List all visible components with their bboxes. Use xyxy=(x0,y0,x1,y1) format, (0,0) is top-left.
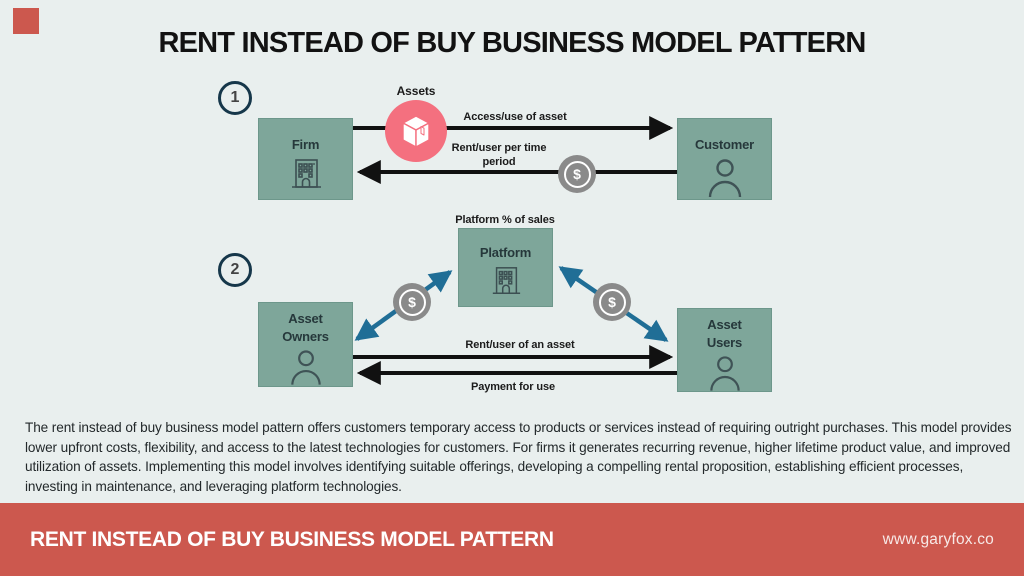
platform-fee-label: Platform % of sales xyxy=(455,214,555,226)
customer-node: Customer xyxy=(677,118,772,200)
step-1-badge: 1 xyxy=(218,81,252,115)
dollar-icon: $ xyxy=(558,155,596,193)
step-1-number: 1 xyxy=(230,89,240,106)
footer-website: www.garyfox.co xyxy=(882,530,994,548)
asset-owners-label: Asset Owners xyxy=(282,311,329,344)
dollar-icon: $ xyxy=(393,283,431,321)
page-title: RENT INSTEAD OF BUY BUSINESS MODEL PATTE… xyxy=(158,27,866,59)
person-icon xyxy=(708,158,741,197)
platform-node: Platform xyxy=(458,228,553,307)
assets-label: Assets xyxy=(396,84,436,98)
dollar-symbol: $ xyxy=(398,288,426,316)
footer-bar: RENT INSTEAD OF BUY BUSINESS MODEL PATTE… xyxy=(0,503,1024,576)
person-icon xyxy=(290,350,321,385)
rent-user-asset-label: Rent/user of an asset xyxy=(465,339,575,351)
person-icon xyxy=(709,356,740,391)
dollar-icon: $ xyxy=(593,283,631,321)
firm-label: Firm xyxy=(291,137,320,152)
building-icon xyxy=(291,158,321,188)
platform-label: Platform xyxy=(479,245,532,260)
asset-users-label: Asset Users xyxy=(706,317,743,350)
step-2-number: 2 xyxy=(230,261,240,278)
rent-per-time-label: Rent/user per time period xyxy=(451,142,547,168)
access-use-label: Access/use of asset xyxy=(463,111,567,123)
step-2-badge: 2 xyxy=(218,253,252,287)
asset-users-node: Asset Users xyxy=(677,308,772,392)
payment-for-use-label: Payment for use xyxy=(470,381,556,393)
assets-circle xyxy=(385,100,447,162)
dollar-symbol: $ xyxy=(563,160,591,188)
firm-node: Firm xyxy=(258,118,353,200)
customer-label: Customer xyxy=(694,137,755,152)
dollar-symbol: $ xyxy=(598,288,626,316)
package-icon xyxy=(402,115,430,148)
description-paragraph: The rent instead of buy business model p… xyxy=(25,420,1012,494)
asset-owners-node: Asset Owners xyxy=(258,302,353,387)
decorative-corner-square xyxy=(13,8,39,34)
footer-title: RENT INSTEAD OF BUY BUSINESS MODEL PATTE… xyxy=(30,527,554,551)
building-icon xyxy=(492,266,520,294)
